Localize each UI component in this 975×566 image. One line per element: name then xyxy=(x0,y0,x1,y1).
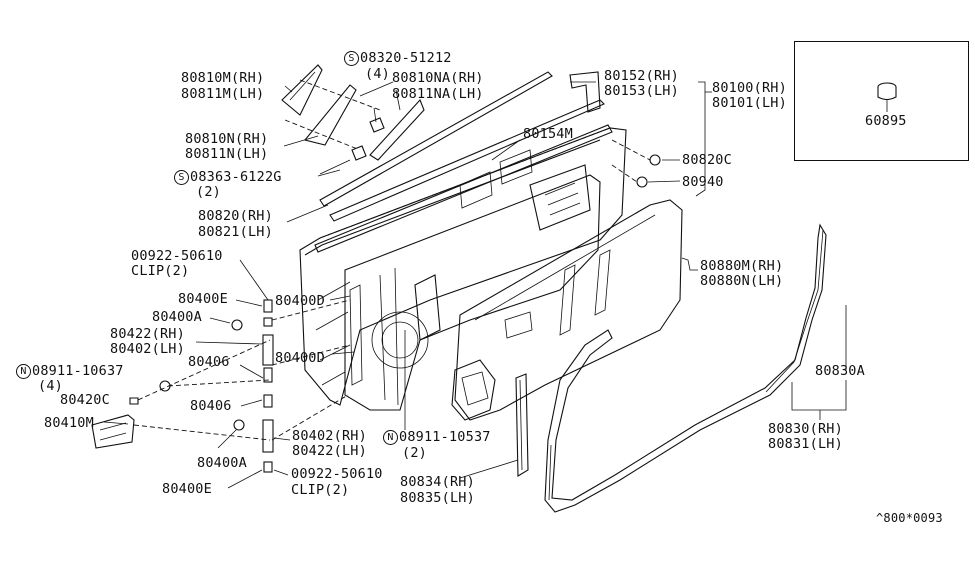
door-weatherstrip xyxy=(544,223,827,513)
label-80420c: 80420C xyxy=(60,392,110,408)
label-80153: 80153(LH) xyxy=(604,83,679,99)
label-80810na: 80810NA(RH) xyxy=(392,70,484,86)
seal-strip xyxy=(515,373,529,477)
label-80422-top: 80422(RH) xyxy=(110,326,185,342)
screws xyxy=(319,107,385,175)
label-80810n: 80810N(RH) xyxy=(185,131,269,147)
label-80410m: 80410M xyxy=(44,415,94,431)
part-number: 08911-10637 xyxy=(32,363,124,379)
part-number: 08911-10537 xyxy=(399,429,491,445)
label-80834: 80834(RH) xyxy=(400,474,475,490)
label-80880m: 80880M(RH) xyxy=(700,258,784,274)
label-80831: 80831(LH) xyxy=(768,436,843,452)
label-60895: 60895 xyxy=(865,113,907,129)
label-clip-top: CLIP(2) xyxy=(131,263,190,279)
label-08363-qty: (2) xyxy=(196,184,221,200)
label-80830a: 80830A xyxy=(815,363,865,379)
label-80400a-top: 80400A xyxy=(152,309,202,325)
label-80101: 80101(LH) xyxy=(712,95,787,111)
label-80154m: 80154M xyxy=(523,126,573,142)
hinge-assembly xyxy=(91,299,351,473)
reference-code: ^800*0093 xyxy=(876,511,943,525)
label-80810m: 80810M(RH) xyxy=(181,70,265,86)
label-80835: 80835(LH) xyxy=(400,490,475,506)
part-number: 08320-51212 xyxy=(360,50,452,66)
label-80100: 80100(RH) xyxy=(712,80,787,96)
label-80152: 80152(RH) xyxy=(604,68,679,84)
inset-box xyxy=(794,41,969,161)
leader-lines xyxy=(103,81,847,489)
label-08911a-qty: (4) xyxy=(38,378,63,394)
label-80422-bot: 80422(LH) xyxy=(292,443,367,459)
label-80820: 80820(RH) xyxy=(198,208,273,224)
screw-s-mark: S xyxy=(344,51,359,66)
label-80940: 80940 xyxy=(682,174,724,190)
label-80811na: 80811NA(LH) xyxy=(392,86,484,102)
label-08320-qty: (4) xyxy=(365,66,390,82)
label-80830: 80830(RH) xyxy=(768,421,843,437)
label-80821: 80821(LH) xyxy=(198,224,273,240)
belt-moulding xyxy=(314,71,613,253)
door-trim-panel xyxy=(451,199,683,421)
label-80400e-bot: 80400E xyxy=(162,481,212,497)
door-outer-panel xyxy=(299,127,627,406)
mirror-corner-parts xyxy=(281,64,425,161)
label-00922-top: 00922-50610 xyxy=(131,248,223,264)
glass-run xyxy=(569,71,601,113)
part-number: 08363-6122G xyxy=(190,169,282,185)
label-80820c: 80820C xyxy=(682,152,732,168)
label-80400e-top: 80400E xyxy=(178,291,228,307)
stopper-parts xyxy=(611,139,661,188)
label-80811m: 80811M(LH) xyxy=(181,86,265,102)
label-80400a-bot: 80400A xyxy=(197,455,247,471)
nut-n-mark: N xyxy=(16,364,31,379)
label-80406-bot: 80406 xyxy=(190,398,232,414)
label-08911b-qty: (2) xyxy=(402,445,427,461)
cap-part-60895 xyxy=(877,82,897,112)
label-00922-bot: 00922-50610 xyxy=(291,466,383,482)
label-80880n: 80880N(LH) xyxy=(700,273,784,289)
label-clip-bot: CLIP(2) xyxy=(291,482,350,498)
label-80400d-top: 80400D xyxy=(275,293,325,309)
label-80402-bot: 80402(RH) xyxy=(292,428,367,444)
nut-n-mark: N xyxy=(383,430,398,445)
label-80402-top: 80402(LH) xyxy=(110,341,185,357)
label-80406-top: 80406 xyxy=(188,354,230,370)
screw-s-mark: S xyxy=(174,170,189,185)
label-80811n: 80811N(LH) xyxy=(185,146,269,162)
label-80400d-mid: 80400D xyxy=(275,350,325,366)
